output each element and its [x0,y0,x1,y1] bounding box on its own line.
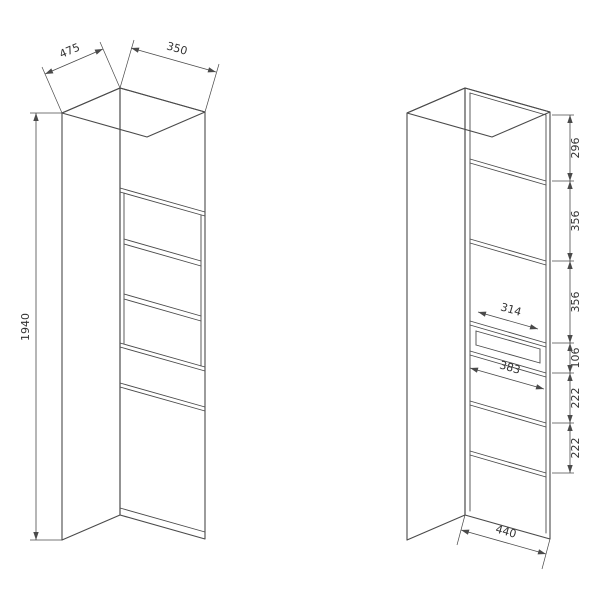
drawer-box-line [475,330,541,350]
dimension-arrow [470,367,479,373]
drawer-box-line [475,344,541,364]
drawer-gap-line [119,386,206,412]
dim-inner-depth-label: 314 [499,300,523,318]
dim-bottom-width-label: 440 [494,522,518,540]
dimension-line-inner-depth [477,311,539,330]
shelf-front-line [469,354,547,378]
extension-line [41,66,63,114]
dimension-line-depth [130,47,217,73]
shelf-front-line [469,320,547,344]
door-bottom-line [119,507,206,533]
dimension-line-drawer [469,367,545,390]
flap-gap-line [119,191,206,217]
dim-section-label: 296 [569,138,582,159]
shelf-front-line [469,238,547,262]
dimension-arrow [567,465,573,473]
shelf-front-line [469,158,547,182]
dimension-arrow [529,324,538,330]
dimension-arrow [567,261,573,269]
bottom-panel-line [469,454,547,478]
dimension-arrow [461,529,470,535]
shelf-front-line [469,350,547,374]
dimension-arrow [45,68,54,74]
dim-drawer-label: 383 [498,358,522,376]
cabinet-side-panel [406,87,466,541]
dim-section-label: 222 [569,438,582,459]
dim-section-label: 106 [569,348,582,369]
open-view-dimensions: 296 356 356 106 222 222 314 383 440 [456,114,582,570]
cabinet-closed-view [61,87,206,541]
shelf-front-line [469,324,547,348]
shelf-front-line [469,400,547,424]
dimension-arrow [33,532,39,540]
shelf-front-line [123,293,202,317]
opening-inner-line [469,92,547,116]
dim-section-label: 356 [569,211,582,232]
dimension-arrow [567,343,573,351]
dimension-arrow [567,415,573,423]
dimension-arrow [567,373,573,381]
dim-depth-label: 350 [165,39,189,57]
dimension-arrow [94,49,103,55]
shelf-front-line [469,162,547,186]
extension-line [119,39,135,89]
cabinet-open-view [406,87,551,541]
dimension-arrow [567,365,573,373]
shelf-front-line [469,404,547,428]
shelf-front-line [469,242,547,266]
bottom-panel-line [469,450,547,474]
cabinet-front-panel [119,87,206,540]
dimension-arrow [567,115,573,123]
flap-gap-line [119,187,206,213]
dimension-arrow [537,549,546,555]
shelf-front-line [123,243,202,267]
dimension-line-bottom-width [460,529,547,555]
dimension-arrow [535,384,544,390]
dimension-arrow [207,67,216,73]
dimension-arrow [33,113,39,121]
dim-section-label: 356 [569,292,582,313]
dimension-arrow [567,335,573,343]
drawer-gap-line [119,342,206,368]
dimension-arrow [567,181,573,189]
dim-section-label: 222 [569,388,582,409]
dim-width-label: 475 [57,41,81,61]
cabinet-side-panel [61,87,121,541]
dimension-arrow [567,423,573,431]
dim-height-label: 1940 [19,313,32,341]
closed-view-dimensions: 1940 475 350 [19,39,220,541]
cabinet-top-face [61,87,206,138]
dimension-arrow [131,47,140,53]
dimension-arrowheads [33,47,573,555]
drawer-gap-line [119,346,206,372]
dimension-line-width [44,48,104,75]
dimension-arrow [567,253,573,261]
drawer-gap-line [119,382,206,408]
dimension-arrow [567,173,573,181]
shelf-front-line [123,298,202,322]
extension-line [99,41,121,89]
extension-line [204,63,220,113]
dimension-arrow [478,311,487,317]
shelf-front-line [123,238,202,262]
